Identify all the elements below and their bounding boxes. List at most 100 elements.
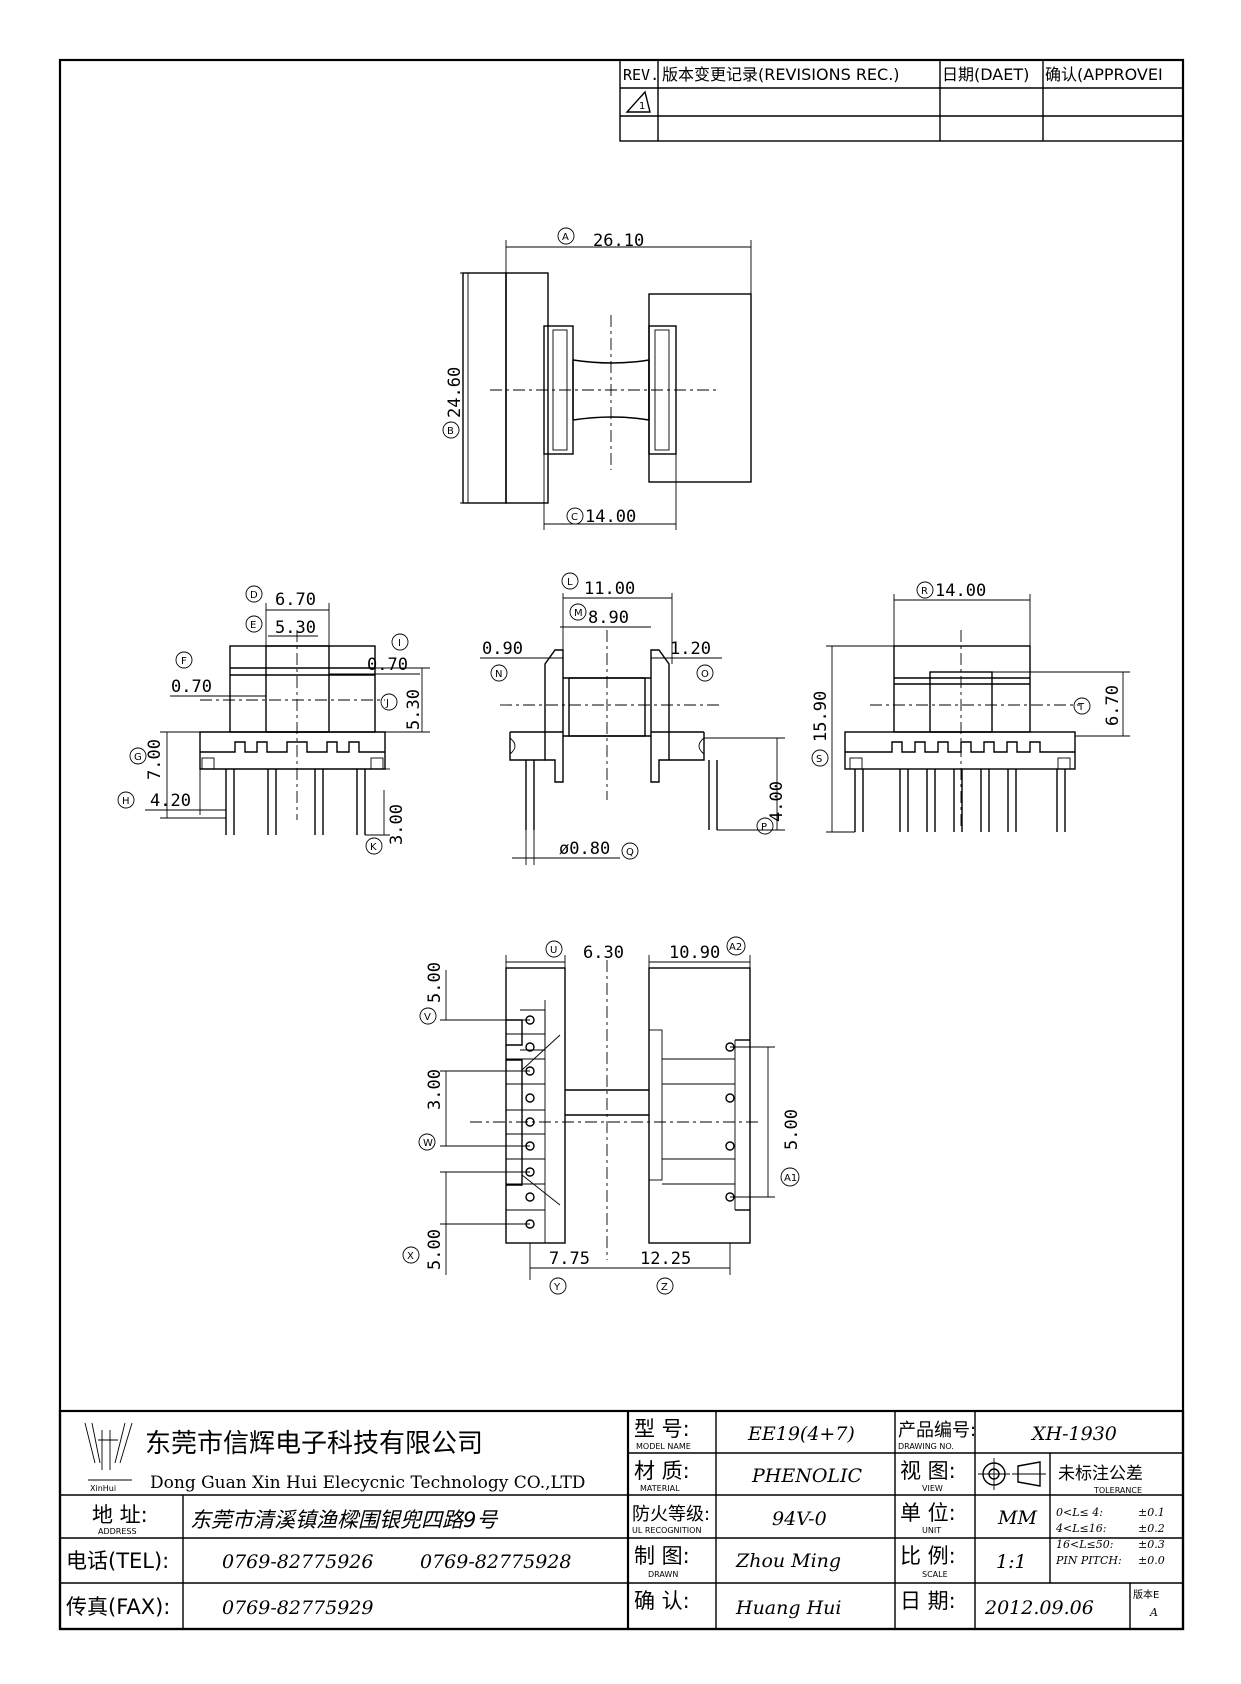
svg-text:I: I	[398, 638, 401, 649]
dim-D-value: 6.70	[275, 590, 316, 610]
svg-text:A2: A2	[729, 942, 742, 953]
company-name-cn: 东莞市信辉电子科技有限公司	[145, 1429, 483, 1459]
revision-approve-header: 确认(APPROVEI	[1045, 65, 1163, 84]
projection-symbol-icon	[978, 1458, 1046, 1490]
material-label: 材 质:	[634, 1459, 690, 1483]
dim-J-value: 5.30	[404, 689, 424, 730]
dim-K-value: 3.00	[387, 804, 407, 845]
svg-text:S: S	[816, 754, 822, 765]
drawing-no-value: XH-1930	[1030, 1423, 1117, 1445]
date-value: 2012.09.06	[984, 1597, 1094, 1619]
svg-text:1: 1	[639, 101, 645, 112]
svg-text:L: L	[567, 577, 573, 588]
revision-triangle-icon: 1	[625, 90, 651, 113]
svg-text:N: N	[495, 669, 502, 680]
tolerance-row-2: 4<L≤16:	[1055, 1522, 1106, 1535]
balloon-U	[545, 940, 563, 958]
right-side-view: R 14.00 S 15.90 T 6.70	[811, 581, 1130, 833]
svg-text:UNIT: UNIT	[922, 1526, 941, 1535]
dim-F-value: 0.70	[171, 677, 212, 697]
version-label: 版本E	[1133, 1588, 1159, 1601]
svg-text:UL RECOGNITION: UL RECOGNITION	[632, 1526, 701, 1535]
balloon-G	[129, 747, 147, 765]
address-value: 东莞市清溪镇渔樑围银兜四路9号	[190, 1508, 498, 1532]
balloon-J	[380, 693, 398, 711]
dim-V-value: 5.00	[425, 962, 445, 1003]
drawing-no-label: 产品编号:	[898, 1420, 976, 1441]
scale-label: 比 例:	[900, 1544, 956, 1568]
balloon-H	[117, 791, 135, 809]
svg-text:E: E	[250, 620, 256, 631]
scale-value: 1:1	[996, 1551, 1027, 1573]
fax-value: 0769-82775929	[222, 1597, 373, 1619]
dim-R-value: 14.00	[935, 581, 986, 601]
balloon-K	[365, 837, 383, 855]
balloon-E	[245, 615, 263, 633]
svg-text:VIEW: VIEW	[922, 1484, 943, 1493]
svg-text:W: W	[423, 1138, 433, 1149]
left-side-view: D 6.70 E 5.30 F 0.70 I 0.70 J 5.30 G 7.0…	[117, 585, 430, 855]
dim-L-value: 11.00	[584, 579, 635, 599]
svg-text:MATERIAL: MATERIAL	[640, 1484, 680, 1493]
rev-header: REV.	[623, 66, 659, 84]
dim-A-value: 26.10	[593, 231, 644, 251]
bottom-view: U 6.30 10.90 A2 V 5.00 W 3.00 X 5.00 Y 7…	[402, 936, 802, 1295]
balloon-I	[391, 633, 409, 651]
dim-O-value: 1.20	[670, 639, 711, 659]
view-label: 视 图:	[900, 1459, 956, 1483]
address-label: 地 址:	[92, 1503, 148, 1527]
revision-date-header: 日期(DAET)	[942, 65, 1029, 84]
balloon-T	[1073, 697, 1091, 715]
svg-text:±0.2: ±0.2	[1138, 1522, 1165, 1535]
top-view: A 26.10 B 24.60 C 14.00	[442, 227, 752, 530]
balloon-N	[490, 664, 508, 682]
svg-text:TOLERANCE: TOLERANCE	[1093, 1486, 1142, 1495]
balloon-L	[561, 572, 579, 590]
svg-text:G: G	[134, 752, 142, 763]
svg-text:X: X	[407, 1251, 414, 1262]
svg-text:Y: Y	[553, 1282, 561, 1293]
balloon-D	[245, 585, 263, 603]
dim-Z-value: 12.25	[640, 1249, 691, 1269]
dim-I-value: 0.70	[367, 655, 408, 675]
balloon-A1	[780, 1167, 800, 1187]
ul-label: 防火等级:	[632, 1504, 710, 1525]
svg-text:R: R	[921, 586, 928, 597]
drawn-label: 制 图:	[634, 1544, 690, 1568]
tolerance-row-1: 0<L≤ 4:	[1056, 1506, 1103, 1519]
svg-text:SCALE: SCALE	[922, 1570, 948, 1579]
tel-value-1: 0769-82775926	[222, 1551, 373, 1573]
tolerance-row-3: 16<L≤50:	[1056, 1538, 1113, 1551]
dim-N-value: 0.90	[482, 639, 523, 659]
front-view: L 11.00 M 8.90 0.90 N 1.20 O P 4.00 ø0.8…	[480, 572, 787, 865]
dim-X-value: 5.00	[425, 1229, 445, 1270]
balloon-Q	[621, 842, 639, 860]
dim-A1-value: 5.00	[782, 1109, 802, 1150]
tolerance-label: 未标注公差	[1058, 1464, 1143, 1484]
balloon-C	[566, 507, 584, 525]
date-label: 日 期:	[900, 1589, 956, 1613]
balloon-F	[175, 651, 193, 669]
svg-text:P: P	[761, 822, 767, 833]
tel-value-2: 0769-82775928	[420, 1551, 571, 1573]
revision-record-header: 版本变更记录(REVISIONS REC.)	[662, 65, 900, 84]
svg-text:±0.3: ±0.3	[1138, 1538, 1165, 1551]
dim-E-value: 5.30	[275, 618, 316, 638]
balloon-X	[402, 1246, 420, 1264]
balloon-A	[557, 227, 575, 245]
svg-text:K: K	[370, 842, 377, 853]
balloon-Z	[656, 1277, 674, 1295]
material-value: PHENOLIC	[751, 1465, 863, 1487]
balloon-S	[811, 749, 829, 767]
dim-M-value: 8.90	[588, 608, 629, 628]
svg-text:F: F	[181, 656, 187, 667]
check-label: 确 认:	[634, 1589, 690, 1613]
dim-B-value: 24.60	[445, 367, 465, 418]
fax-label: 传真(FAX):	[66, 1595, 170, 1619]
company-name-en: Dong Guan Xin Hui Elecycnic Technology C…	[150, 1473, 585, 1493]
dim-G-value: 7.00	[145, 739, 165, 780]
revision-block: REV. 版本变更记录(REVISIONS REC.) 日期(DAET) 确认(…	[619, 59, 1184, 142]
dim-T-value: 6.70	[1103, 685, 1123, 726]
